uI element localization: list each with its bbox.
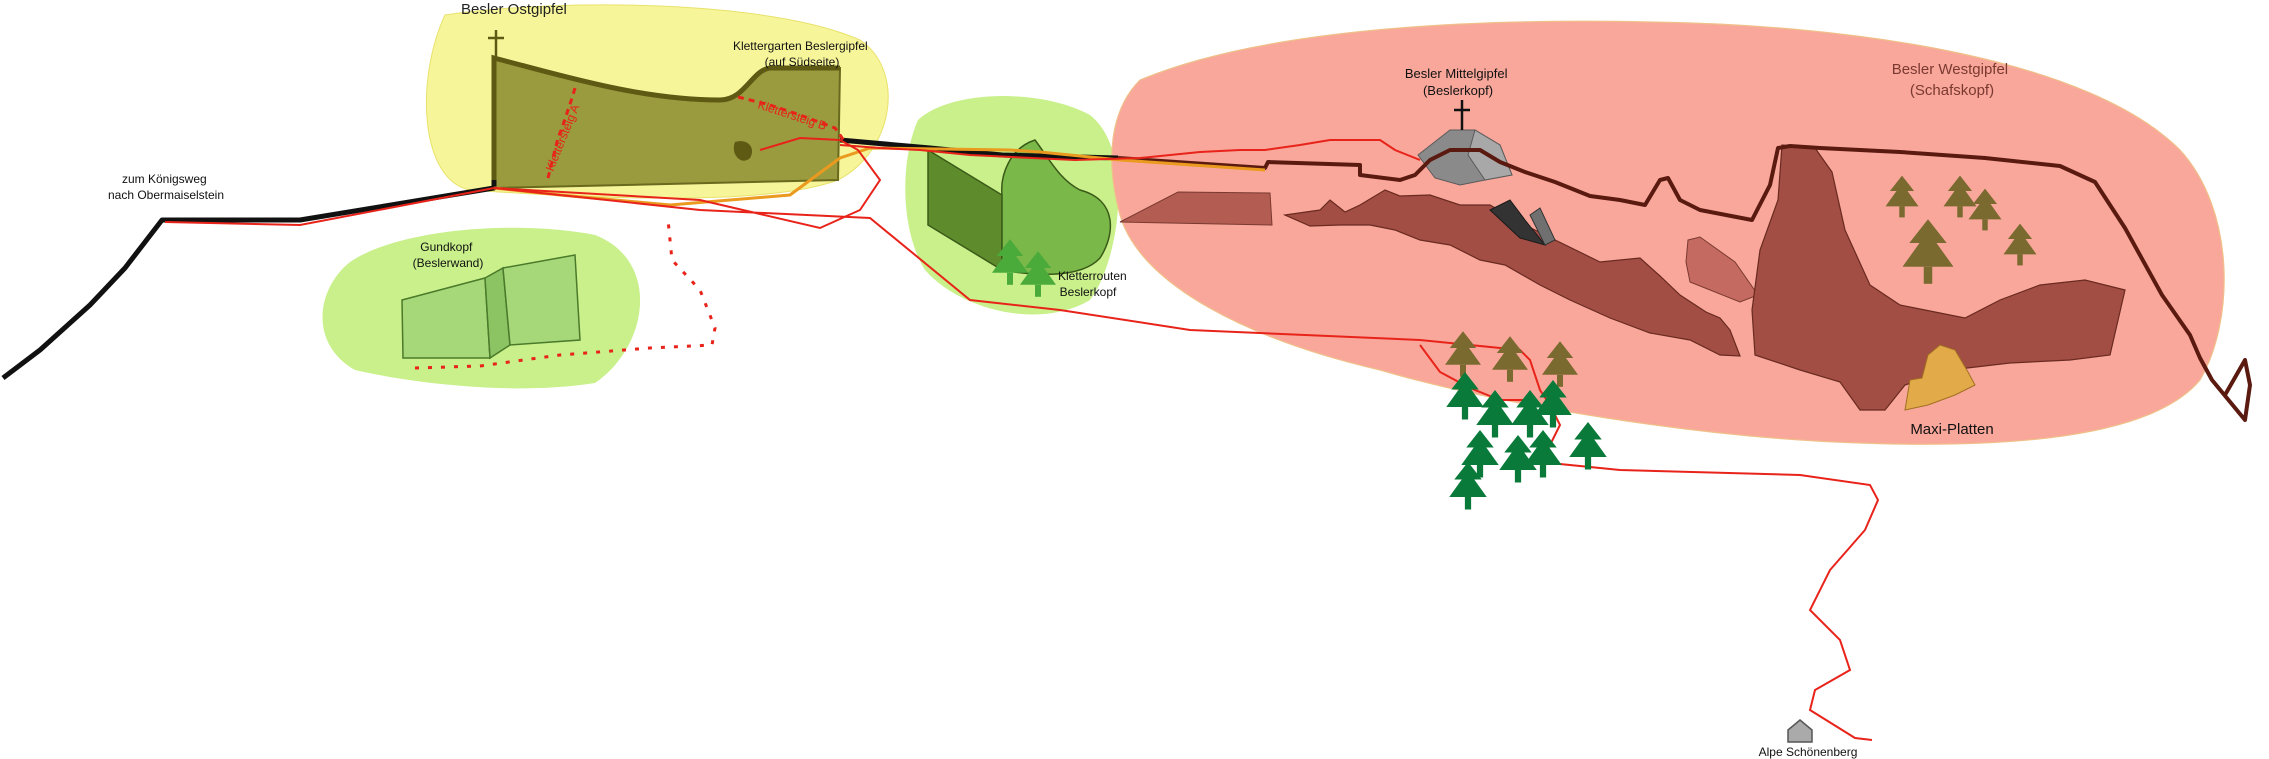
maxi-platten-slab: [1904, 344, 1976, 411]
brown-rock-central: [1282, 189, 1741, 357]
house-icon: [1787, 719, 1813, 743]
ostgipfel-label: Besler Ostgipfel: [461, 1, 567, 18]
dark-rock-left: [1489, 199, 1547, 246]
beslerkopf-rock-right: [1001, 139, 1112, 276]
cross-icon: [1454, 100, 1470, 130]
dark-rock-right: [1529, 207, 1556, 246]
alpe-label: Alpe Schönenberg: [1759, 745, 1858, 759]
brown-rock-small: [1685, 236, 1759, 303]
maxi-platten-label: Maxi-Platten: [1910, 421, 1993, 438]
klettersteig-a-path: [546, 87, 577, 179]
brown-rock-slab: [1119, 191, 1273, 226]
brown-rock-west: [1751, 144, 2126, 411]
ridge-west-brown: [1117, 144, 2252, 422]
small-tree-icon: [733, 141, 753, 161]
gundkopf-rock-right: [502, 254, 581, 346]
kletterrouten-label: Kletterrouten Beslerkopf: [1058, 269, 1130, 299]
ridge-ost-to-beslerkopf: [839, 137, 1119, 161]
ostgipfel-ridge: [491, 54, 840, 188]
cross-icon: [488, 30, 504, 58]
route-red-upper: [839, 139, 1421, 162]
klettergarten-label: Klettergarten Beslergipfel (auf Südseite…: [733, 39, 871, 69]
koenigsweg-label: zum Königsweg nach Obermaiselstein: [108, 172, 224, 202]
gundkopf-dotted-path: [414, 219, 717, 370]
mittelgipfel-label: Besler Mittelgipfel (Beslerkopf): [1405, 66, 1511, 98]
westgipfel-label: Besler Westgipfel (Schafskopf): [1892, 61, 2013, 99]
gundkopf-label: Gundkopf (Beslerwand): [413, 240, 484, 270]
westgipfel-zone: [1111, 20, 2225, 445]
